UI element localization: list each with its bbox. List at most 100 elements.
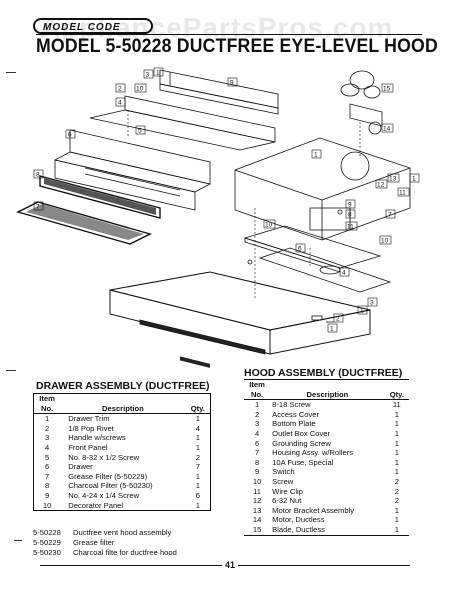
callout-8b-label: 8 (348, 212, 352, 219)
item-qty: 1 (394, 448, 399, 458)
charcoal-filter (16, 201, 152, 245)
callout-6-label: 6 (68, 132, 72, 139)
model-number: 5-50230 (33, 548, 61, 557)
item-qty: 1 (394, 419, 399, 429)
model-note: 5-50229 Grease filter (33, 538, 177, 548)
item-number: 10 (252, 476, 262, 486)
callout-10-label: 10 (136, 86, 144, 93)
item-description: Front Panel (68, 442, 108, 452)
item-description: Drawer (68, 462, 93, 472)
callout-14 (381, 123, 394, 133)
bottom-plate (243, 225, 382, 273)
callout-8b (345, 209, 356, 219)
callout-4-label: 4 (118, 100, 122, 107)
margin-mark (6, 72, 16, 73)
item-description: 8-18 Screw (272, 400, 311, 410)
callout-3-label: 3 (146, 72, 150, 79)
callout-9b-label: 9 (348, 202, 352, 209)
item-description: No. 4-24 x 1/4 Screw (68, 490, 140, 500)
access-cover (258, 247, 392, 293)
model-number: 5-50229 (33, 538, 61, 547)
callout-3b (367, 297, 378, 307)
callout-8 (33, 169, 44, 179)
callout-12 (375, 179, 388, 189)
callout-1 (153, 67, 164, 77)
item-number: 14 (252, 515, 262, 525)
callout-7b-label: 7 (388, 212, 392, 219)
callout-1d-label: 1 (360, 308, 364, 315)
grease-filter (39, 175, 161, 219)
callout-9 (227, 77, 238, 87)
callout-2 (115, 83, 126, 93)
item-number: 4 (254, 428, 260, 438)
item-description: Drawer Trim (68, 414, 110, 424)
callout-11-label: 11 (399, 190, 406, 197)
assembled-hood (109, 271, 371, 368)
item-number: 7 (44, 471, 50, 481)
item-qty: 1 (394, 467, 399, 477)
callout-2-label: 2 (118, 86, 122, 93)
callout-2b (333, 313, 344, 323)
callout-7 (33, 201, 44, 211)
callout-1c (409, 173, 420, 183)
item-description: Charcoal Filter (5-50230) (68, 481, 153, 491)
item-description: Blade, Ductless (272, 524, 325, 534)
drawer-body (53, 129, 212, 211)
section-tag: MODEL CODE (33, 18, 153, 34)
watermark-text: AppliancePartsPros.com (40, 12, 394, 43)
item-qty: 7 (195, 462, 200, 472)
item-number: 8 (44, 481, 50, 491)
item-qty: 2 (394, 496, 399, 506)
item-qty: 1 (195, 481, 200, 491)
item-description: Screw (272, 476, 294, 486)
callout-10b (263, 219, 276, 229)
hood-housing (234, 137, 411, 241)
item-qty: 1 (195, 442, 200, 452)
item-number: 6 (44, 462, 50, 472)
model-description: Grease filter (73, 538, 115, 547)
item-number: 8 (254, 457, 260, 467)
callout-6 (65, 129, 76, 139)
screws (247, 209, 343, 323)
header-rule (36, 34, 422, 35)
item-qty: 1 (394, 457, 399, 467)
exploded-parts-diagram: 3 1 9 2 10 4 5 6 8 7 15 14 1 13 12 1 11 … (16, 67, 420, 368)
item-number: 15 (252, 524, 262, 534)
callout-7b (385, 209, 396, 219)
callout-3 (143, 69, 154, 79)
item-qty: 1 (195, 471, 200, 481)
callout-8-label: 8 (36, 172, 40, 179)
model-number: 5-50228 (33, 528, 61, 537)
callout-1e-label: 1 (330, 326, 334, 333)
page-title: MODEL 5-50228 DUCTFREE EYE-LEVEL HOOD (36, 36, 438, 57)
item-number: 4 (44, 442, 50, 452)
table-row: 4 Front Panel 1 (34, 443, 211, 453)
item-qty: 1 (394, 524, 399, 534)
item-number: 2 (44, 423, 50, 433)
item-description: Motor, Ductless (272, 515, 325, 525)
callout-10c-label: 10 (381, 238, 389, 245)
item-description: 6-32 Nut (272, 496, 302, 506)
item-number: 7 (254, 448, 260, 458)
callout-10b-label: 10 (265, 222, 273, 229)
item-qty: 1 (394, 409, 399, 419)
col-item-top: Item (39, 394, 55, 403)
col-item-top: Item (249, 380, 265, 389)
item-description: Access Cover (272, 409, 320, 419)
item-description: 1/8 Pop Rivet (68, 423, 114, 433)
item-qty: 1 (195, 500, 200, 510)
